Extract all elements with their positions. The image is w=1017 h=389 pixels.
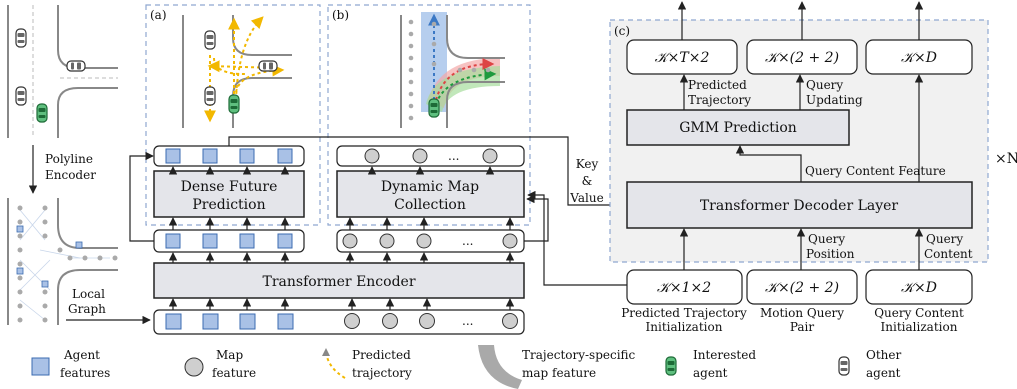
legend-other-1: Other [866, 348, 901, 362]
legend-traj-2: trajectory [352, 366, 412, 380]
polyline-label-1: Polyline [45, 152, 93, 166]
value-label: Value [569, 191, 603, 205]
query-content-label-2: Content [924, 247, 973, 261]
transformer-encoder-block [153, 262, 525, 299]
scene-graph [7, 198, 118, 325]
ellipsis-input: ... [462, 314, 473, 328]
input-label-2a: Motion Query [760, 306, 844, 320]
panel-b [327, 4, 531, 226]
dense-future-prediction-block [153, 170, 305, 218]
polyline-label-2: Encoder [45, 168, 96, 182]
legend-agent-2: features [60, 366, 110, 380]
panel-a-label: (a) [150, 8, 167, 22]
ellipsis-collected: ... [448, 149, 459, 163]
input-label-2b: Pair [790, 320, 815, 334]
input-dim-3: 𝒦×D [901, 280, 937, 296]
input-label-3a: Query Content [874, 306, 964, 320]
repeat-label: ×N [995, 151, 1017, 167]
dynamic-map-label-1: Dynamic Map [381, 179, 479, 195]
interested-car-icon [36, 103, 48, 123]
map-circle-icon [184, 357, 204, 377]
input-label-3b: Initialization [881, 320, 958, 334]
legend-band-2: map feature [522, 366, 596, 380]
encoder-flow-arrows [168, 166, 515, 310]
input-dim-1: 𝒦×1×2 [657, 280, 711, 296]
output-arrows [677, 1, 924, 270]
query-content-label-1: Query [926, 232, 963, 246]
input-box-query [746, 269, 858, 305]
other-car-icon [838, 356, 850, 376]
key-value-arrow [228, 136, 626, 210]
panel-a [145, 4, 321, 226]
legend-traj-1: Predicted [352, 348, 411, 362]
map-collected-token-row [336, 145, 525, 167]
scene-b [400, 12, 505, 128]
ellipsis-map: ... [462, 234, 473, 248]
legend-map-2: feature [212, 366, 256, 380]
input-dim-2: 𝒦×(2 + 2) [765, 280, 839, 296]
input-label-1b: Initialization [646, 320, 723, 334]
input-label-1a: Predicted Trajectory [621, 306, 747, 320]
gmm-label: GMM Prediction [679, 120, 797, 136]
local-graph-label-2: Graph [68, 302, 106, 316]
token-glyphs [165, 148, 518, 330]
output-dim-3: 𝒦×D [901, 50, 937, 66]
input-box-traj [626, 269, 743, 305]
agent-square-icon [31, 357, 50, 376]
other-car-icon [66, 60, 86, 72]
input-box-content [865, 269, 973, 305]
panel-b-label: (b) [332, 8, 349, 22]
interested-car-icon [665, 356, 677, 376]
dynamic-map-label-2: Collection [394, 197, 466, 213]
legend-agent-1: Agent [63, 348, 100, 362]
panel-c-label: (c) [614, 24, 630, 38]
key-label: Key [576, 157, 599, 171]
dense-future-label-1: Dense Future [181, 179, 278, 195]
legend-interested-1: Interested [693, 348, 756, 362]
and-label: & [582, 174, 593, 188]
query-updating-label-1: Query [806, 78, 843, 92]
other-car-icon [15, 28, 27, 48]
legend-band-1: Trajectory-specific [522, 348, 636, 362]
gmm-prediction-block [626, 109, 850, 146]
scene-a [182, 15, 292, 128]
other-car-icon [15, 86, 27, 106]
map-to-collection-arrow [524, 194, 549, 242]
decoder-label: Transformer Decoder Layer [700, 198, 899, 214]
map-band-icon [478, 345, 522, 389]
predicted-traj-label-1: Predicted [688, 78, 747, 92]
legend: Agent features Map feature Predicted tra… [31, 345, 901, 389]
agent-skip-arrow [129, 151, 154, 242]
legend-map-1: Map [216, 348, 243, 362]
legend-interested-2: agent [693, 366, 728, 380]
transformer-encoder-label: Transformer Encoder [262, 274, 415, 290]
output-dim-1: 𝒦×T×2 [655, 50, 710, 66]
transformer-decoder-block [626, 181, 973, 229]
dynamic-map-collection-block [336, 170, 525, 218]
query-position-label-1: Query [808, 232, 845, 246]
predicted-traj-label-2: Trajectory [688, 93, 751, 107]
query-content-feature-label: Query Content Feature [805, 164, 946, 178]
query-updating-label-2: Updating [806, 93, 863, 107]
query-position-label-2: Position [806, 247, 855, 261]
dense-future-label-2: Prediction [192, 197, 265, 213]
scene-raw [7, 5, 118, 138]
legend-other-2: agent [866, 366, 901, 380]
local-graph-label-1: Local [72, 287, 105, 301]
output-dim-2: 𝒦×(2 + 2) [765, 50, 839, 66]
